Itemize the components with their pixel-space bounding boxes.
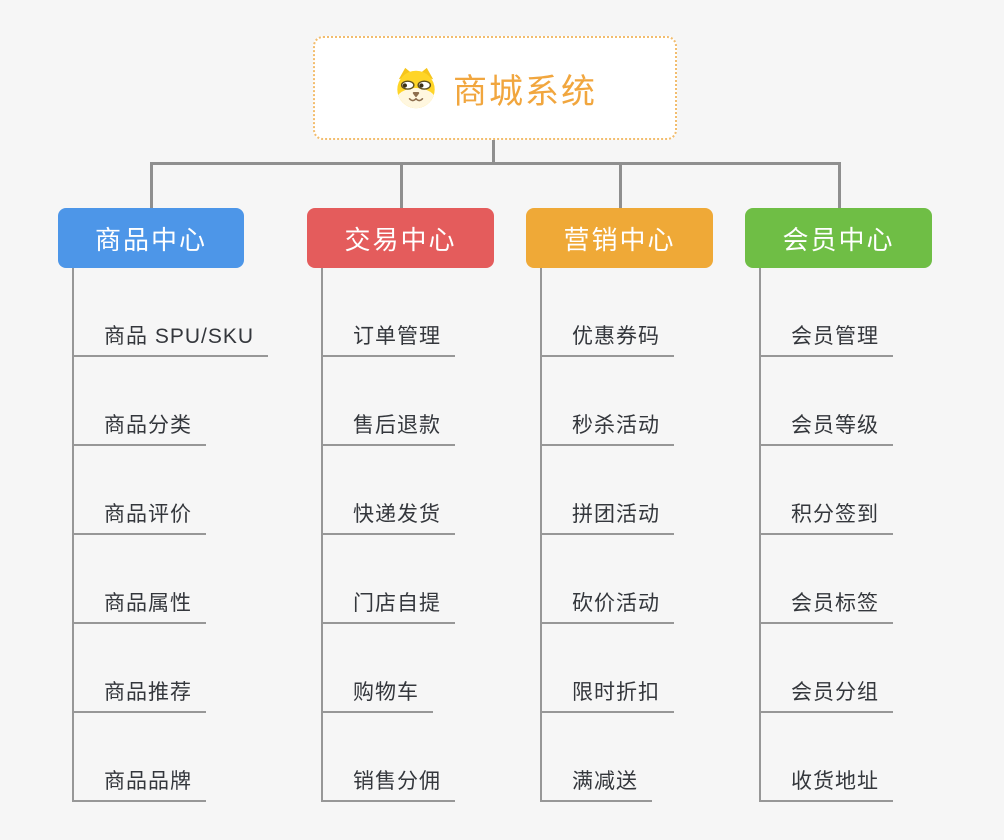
connector-line [619,162,622,208]
leaf-list: 会员管理 会员等级 积分签到 会员标签 会员分组 收货地址 [759,268,893,802]
connector-line [838,162,841,208]
branch-trunk-line [72,268,74,802]
leaf-node-marketing-center-1[interactable]: 秒杀活动 [540,357,674,446]
leaf-node-product-center-5[interactable]: 商品品牌 [72,713,206,802]
leaf-node-marketing-center-2[interactable]: 拼团活动 [540,446,674,535]
root-node[interactable]: 商城系统 [313,36,677,140]
branch-header-product-center[interactable]: 商品中心 [58,208,244,268]
leaf-list: 优惠券码 秒杀活动 拼团活动 砍价活动 限时折扣 满减送 [540,268,674,802]
leaf-node-member-center-5[interactable]: 收货地址 [759,713,893,802]
leaf-node-product-center-4[interactable]: 商品推荐 [72,624,206,713]
leaf-node-product-center-2[interactable]: 商品评价 [72,446,206,535]
branch-label-member-center: 会员中心 [782,224,895,255]
leaf-node-member-center-3[interactable]: 会员标签 [759,535,893,624]
leaf-node-member-center-2[interactable]: 积分签到 [759,446,893,535]
branch-trunk-line [759,268,761,802]
leaf-node-member-center-4[interactable]: 会员分组 [759,624,893,713]
leaf-node-product-center-0[interactable]: 商品 SPU/SKU [72,268,269,357]
leaf-node-trade-center-3[interactable]: 门店自提 [321,535,455,624]
root-title: 商城系统 [453,72,597,111]
branch-header-member-center[interactable]: 会员中心 [745,208,932,268]
connector-line [492,140,495,162]
leaf-node-trade-center-5[interactable]: 销售分佣 [321,713,455,802]
branch: 会员中心 会员管理 会员等级 积分签到 会员标签 会员分组 收货地址 [745,208,932,802]
branch: 交易中心 订单管理 售后退款 快递发货 门店自提 购物车 销售分佣 [307,208,494,802]
leaf-node-marketing-center-4[interactable]: 限时折扣 [540,624,674,713]
branch-trunk-line [321,268,323,802]
branch-label-marketing-center: 营销中心 [563,224,676,255]
connector-line [150,162,841,165]
branch-trunk-line [540,268,542,802]
leaf-node-trade-center-4[interactable]: 购物车 [321,624,433,713]
leaf-list: 订单管理 售后退款 快递发货 门店自提 购物车 销售分佣 [321,268,455,802]
leaf-node-member-center-1[interactable]: 会员等级 [759,357,893,446]
leaf-node-marketing-center-0[interactable]: 优惠券码 [540,268,674,357]
branch: 营销中心 优惠券码 秒杀活动 拼团活动 砍价活动 限时折扣 满减送 [526,208,713,802]
branch-label-trade-center: 交易中心 [344,224,457,255]
leaf-node-trade-center-1[interactable]: 售后退款 [321,357,455,446]
branch-header-trade-center[interactable]: 交易中心 [307,208,494,268]
leaf-node-marketing-center-3[interactable]: 砍价活动 [540,535,674,624]
leaf-node-member-center-0[interactable]: 会员管理 [759,268,893,357]
leaf-list: 商品 SPU/SKU 商品分类 商品评价 商品属性 商品推荐 商品品牌 [72,268,269,802]
branch-label-product-center: 商品中心 [94,224,207,255]
branch-header-marketing-center[interactable]: 营销中心 [526,208,713,268]
connector-line [150,162,153,208]
connector-line [400,162,403,208]
dog-face-icon [393,67,439,109]
leaf-node-trade-center-0[interactable]: 订单管理 [321,268,455,357]
leaf-node-trade-center-2[interactable]: 快递发货 [321,446,455,535]
leaf-node-product-center-3[interactable]: 商品属性 [72,535,206,624]
branch: 商品中心 商品 SPU/SKU 商品分类 商品评价 商品属性 商品推荐 商品品牌 [58,208,269,802]
leaf-node-product-center-1[interactable]: 商品分类 [72,357,206,446]
leaf-node-marketing-center-5[interactable]: 满减送 [540,713,652,802]
